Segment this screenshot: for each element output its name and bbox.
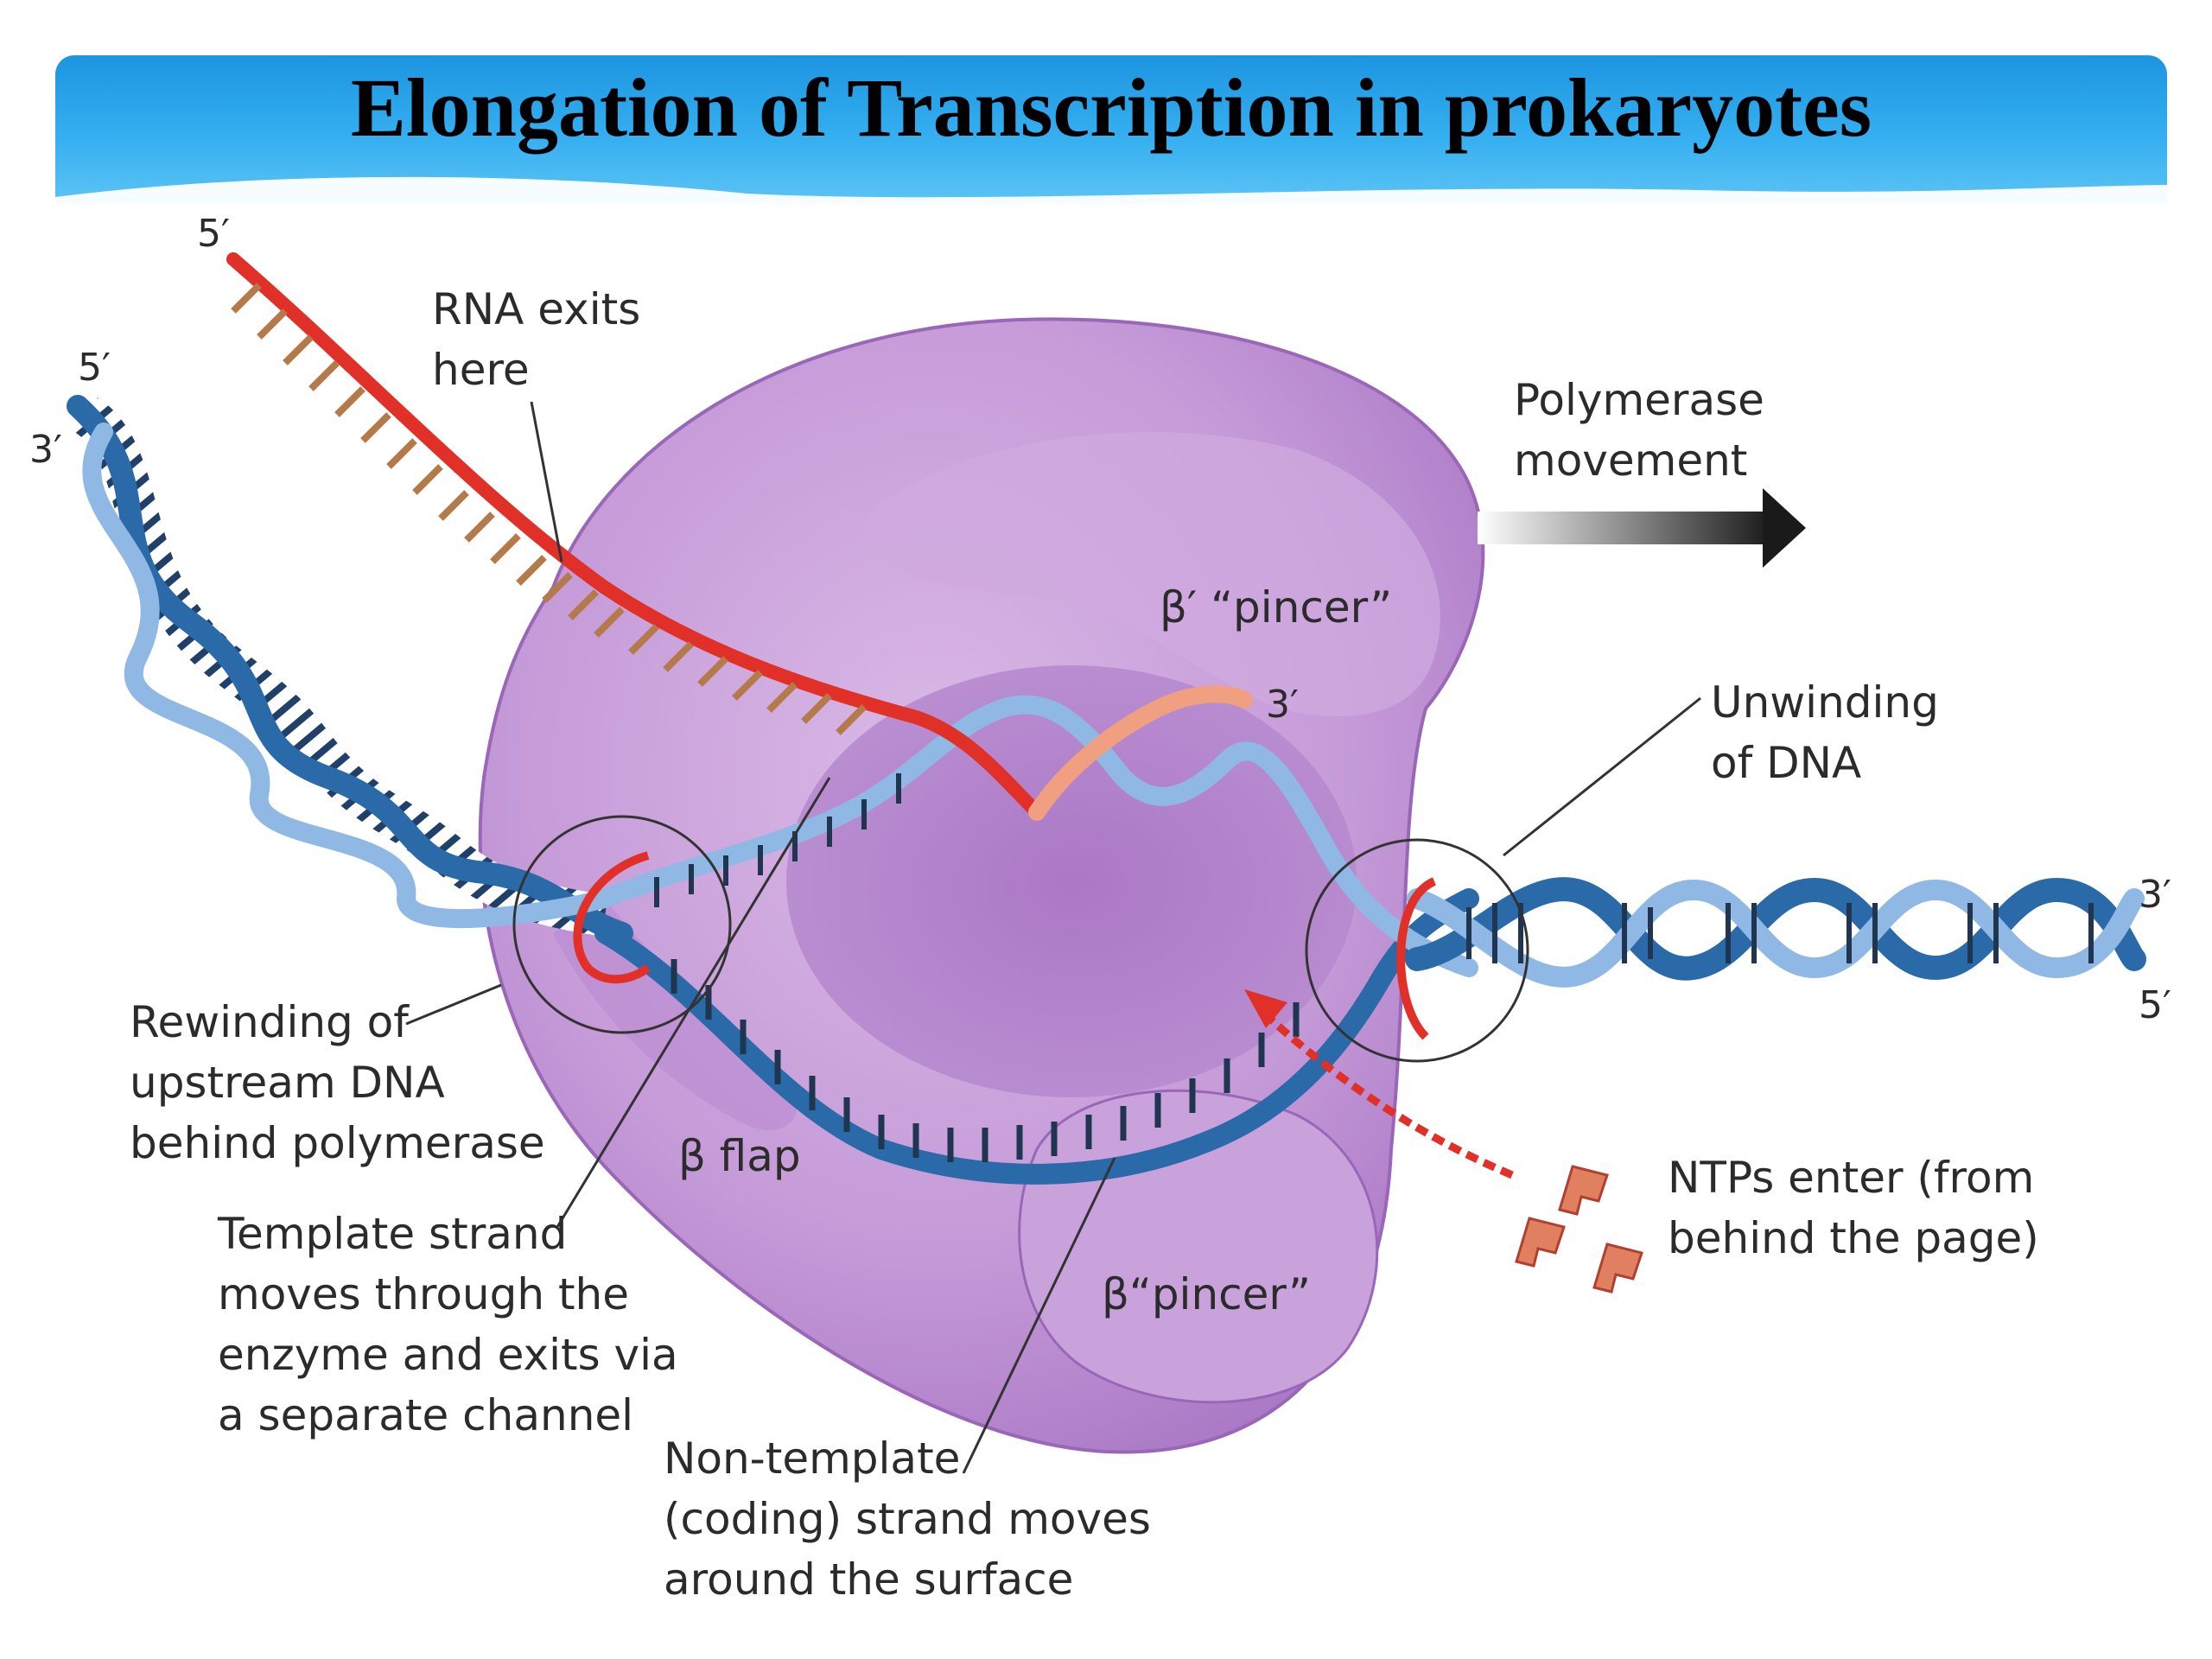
ntp-molecules [1515,1165,1643,1294]
rna-strand [226,252,1044,819]
rna-3-prime-label: 3′ [1266,683,1299,727]
polymerase-movement-arrow [1478,488,1806,568]
rna-5-prime-label: 5′ [197,212,230,256]
rna-dna-hybrid [1028,685,1253,821]
non-template-strand [595,695,1478,977]
ntps-label-2: behind the page) [1668,1213,2039,1263]
rna-exits-label-2: here [432,345,530,395]
beta-prime-pincer [864,431,1440,717]
template-strand-label-1: Template strand [217,1209,567,1259]
unwinding-circle [1305,838,1529,1063]
ntps-label-1: NTPs enter (from [1668,1153,2034,1203]
banner-wave [55,176,2167,204]
rna-bases [231,283,867,735]
polymerase-movement-label-1: Polymerase [1514,375,1764,425]
ntp-arrowhead-icon [1244,989,1287,1028]
beta-flap-label: β flap [678,1131,801,1181]
dna-right-3-prime-label: 3′ [2139,873,2171,917]
polymerase-movement-label-2: movement [1514,435,1747,486]
unwinding-arrow-icon [1396,877,1437,1040]
template-bases [671,959,1300,1162]
unwinding-label-2: of DNA [1711,738,1861,788]
title-banner [55,55,2167,204]
dna-right-5-prime-label: 5′ [2139,983,2171,1027]
template-strand-label-3: enzyme and exits via [218,1330,678,1380]
beta-flap-region [553,899,797,1131]
upstream-dna-helix [67,395,633,944]
rewinding-label-3: behind polymerase [130,1118,545,1168]
rewinding-label-1: Rewinding of [130,997,410,1047]
non-template-label-3: around the surface [664,1554,1073,1605]
template-strand-label-4: a separate channel [218,1390,633,1440]
template-strand-label-2: moves through the [218,1269,629,1319]
page-title: Elongation of Transcription in prokaryot… [350,61,1872,154]
template-strand [594,888,1479,1185]
downstream-dna-helix [1405,877,2146,988]
rewinding-arrow-icon [573,851,651,984]
beta-pincer-label: β“pincer” [1102,1269,1311,1319]
rewinding-circle [512,815,732,1034]
rna-exits-label-1: RNA exits [432,284,640,334]
dna-top-5-prime-label: 5′ [78,346,111,390]
dna-top-3-prime-label: 3′ [29,428,62,472]
non-template-label-2: (coding) strand moves [664,1494,1151,1544]
unwinding-label-1: Unwinding [1711,677,1939,728]
rewinding-label-2: upstream DNA [130,1058,445,1108]
leader-lines [405,401,1701,1474]
beta-prime-pincer-label: β′ “pincer” [1160,582,1392,632]
ntp-entry-arrow [1258,1007,1514,1179]
non-template-label-1: Non-template [664,1433,960,1484]
